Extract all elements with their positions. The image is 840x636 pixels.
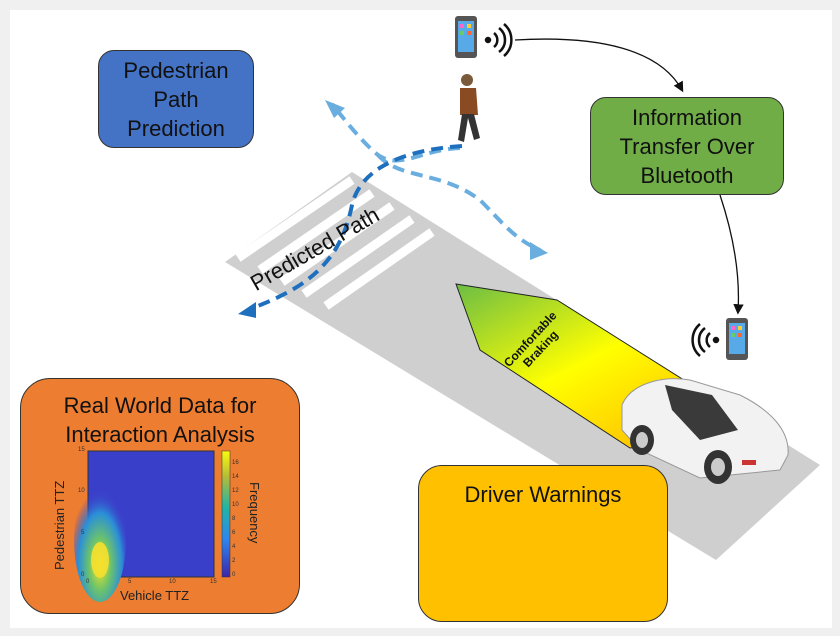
y-tick: 0	[81, 572, 85, 578]
colorbar-tick: 8	[232, 516, 236, 522]
x-tick: 0	[86, 579, 90, 585]
box-title: Real World Data for Interaction Analysis	[64, 391, 257, 449]
car-icon	[621, 378, 789, 484]
colorbar-tick: 6	[232, 530, 236, 536]
colorbar-tick: 0	[232, 572, 236, 578]
y-axis-label: Pedestrian TTZ	[52, 480, 67, 570]
box-line: Real World Data for	[63, 393, 257, 418]
box-line: Prediction	[127, 115, 225, 141]
x-tick: 5	[128, 579, 132, 585]
predicted-path-line	[247, 144, 463, 312]
bluetooth-arrow-2	[719, 194, 744, 315]
colorbar-tick: 2	[232, 558, 236, 564]
y-tick: 10	[78, 488, 85, 494]
x-axis-label: Vehicle TTZ	[120, 588, 190, 603]
box-title: Driver Warnings	[464, 482, 622, 507]
colorbar-tick: 10	[232, 502, 239, 508]
driver-warnings-box: Driver Warnings	[418, 465, 668, 622]
colorbar-tick: 14	[232, 474, 239, 480]
pedestrian-path-prediction-box: Pedestrian Path Prediction	[98, 50, 254, 148]
box-line: Path	[153, 86, 199, 112]
alt-path-right	[376, 153, 541, 252]
colorbar-tick: 16	[232, 460, 239, 466]
x-tick: 15	[210, 579, 217, 585]
box-line: Interaction Analysis	[65, 422, 255, 447]
colorbar-tick: 12	[232, 488, 239, 494]
box-line: Transfer Over	[619, 133, 755, 159]
wireless-signal-icon	[484, 23, 513, 57]
y-tick: 5	[81, 530, 85, 536]
colorbar-tick: 4	[232, 544, 236, 550]
box-line: Pedestrian	[123, 57, 229, 83]
pedestrian-icon	[458, 74, 480, 142]
bluetooth-arrow-1	[514, 38, 684, 93]
wireless-signal-icon	[691, 323, 720, 357]
alt-path-left	[330, 102, 461, 163]
information-transfer-box: Information Transfer Over Bluetooth	[590, 97, 784, 195]
smartphone-icon	[726, 318, 748, 360]
y-tick: 15	[78, 447, 85, 453]
x-tick: 10	[169, 579, 176, 585]
colorbar-label: Frequency	[247, 482, 262, 544]
smartphone-icon	[455, 16, 477, 58]
box-line: Bluetooth	[640, 162, 734, 188]
box-line: Information	[631, 104, 743, 130]
